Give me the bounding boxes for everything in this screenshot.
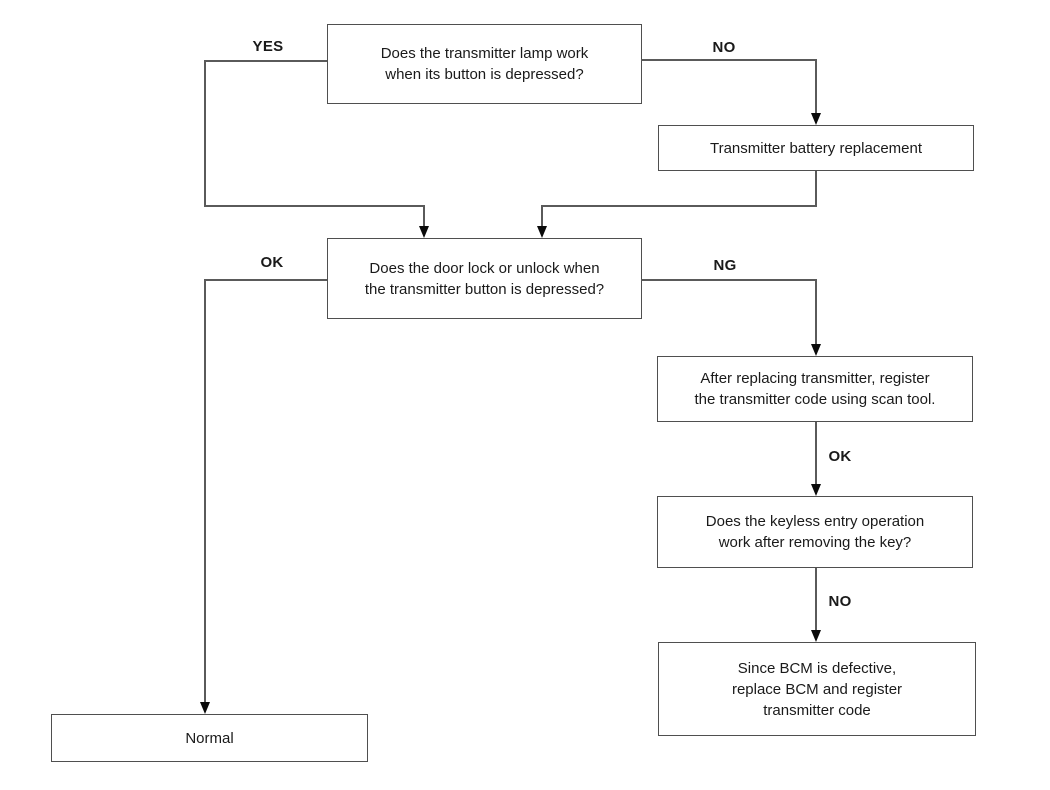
edge-yes-join-horizontal [204,205,425,207]
edge-no-horizontal [641,59,817,61]
arrowhead-into-q3 [810,484,821,496]
node-battery-replacement: Transmitter battery replacement [658,125,974,171]
edge-battery-out-vertical [815,171,817,207]
edge-label-yes: YES [252,38,284,55]
edge-ng-horizontal [641,279,817,281]
edge-label-ng: NG [713,257,737,274]
arrowhead-into-normal [199,702,210,714]
arrowhead-into-bcm [810,630,821,642]
edge-battery-join-horizontal [541,205,817,207]
edge-label-no: NO [712,39,736,56]
edge-label-no-bottom: NO [828,593,852,610]
arrowhead-into-battery [810,113,821,125]
arrowhead-into-register [810,344,821,356]
edge-battery-drop-vertical [541,205,543,228]
edge-no-vertical [815,59,817,115]
edge-q3-bcm-vertical [815,568,817,632]
node-register-transmitter-code: After replacing transmitter, register th… [657,356,973,422]
arrowhead-into-q2-left [418,226,429,238]
edge-label-ok-right: OK [828,448,852,465]
edge-yes-horizontal [204,60,327,62]
edge-label-ok-left: OK [260,254,284,271]
edge-yes-vertical [204,60,206,207]
edge-yes-drop-vertical [423,205,425,228]
node-replace-bcm: Since BCM is defective, replace BCM and … [658,642,976,736]
edge-register-q3-vertical [815,422,817,486]
arrowhead-into-q2-right [536,226,547,238]
node-normal: Normal [51,714,368,762]
node-transmitter-lamp-question: Does the transmitter lamp work when its … [327,24,642,104]
node-keyless-entry-question: Does the keyless entry operation work af… [657,496,973,568]
edge-ng-vertical [815,279,817,346]
node-door-lock-question: Does the door lock or unlock when the tr… [327,238,642,319]
edge-ok-horizontal [204,279,327,281]
edge-ok-long-vertical [204,279,206,704]
